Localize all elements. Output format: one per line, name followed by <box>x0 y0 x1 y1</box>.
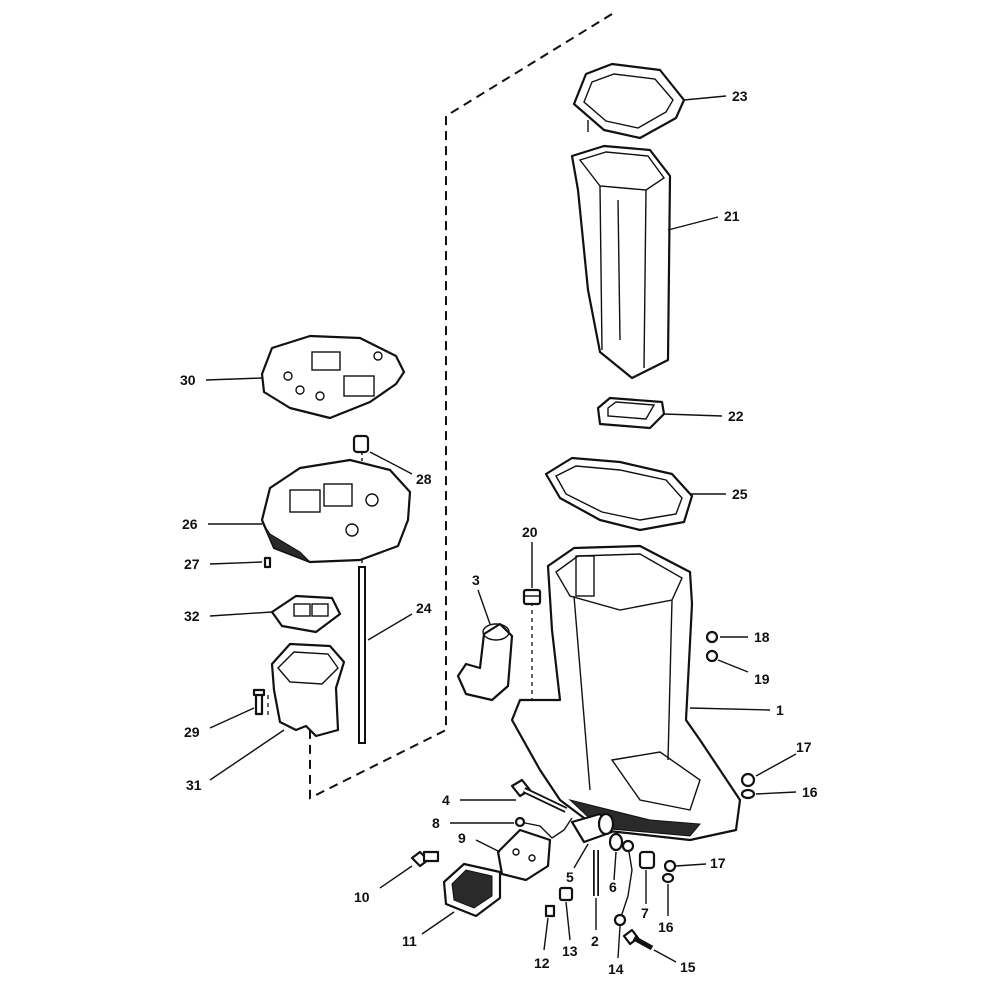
part-28-cap <box>352 434 370 454</box>
callout-8: 8 <box>432 815 440 831</box>
part-26-adapter-plate <box>260 458 412 564</box>
callout-11: 11 <box>402 933 417 949</box>
part-17-nut-upper <box>740 772 756 788</box>
part-32-gasket <box>270 594 342 634</box>
callout-18: 18 <box>754 629 770 645</box>
part-12-screw <box>544 904 556 918</box>
callout-labels: 23 21 22 25 20 3 18 19 1 17 16 30 28 26 … <box>180 88 818 977</box>
callout-14: 14 <box>608 961 624 977</box>
part-20-plug <box>522 588 542 606</box>
callout-10: 10 <box>354 889 370 905</box>
part-25-adapter-gasket <box>544 456 694 532</box>
part-10-screw <box>410 850 440 868</box>
part-22-seal <box>596 396 666 430</box>
callout-23: 23 <box>732 88 748 104</box>
callout-30: 30 <box>180 372 196 388</box>
callout-15: 15 <box>680 959 696 975</box>
callout-16-lower: 16 <box>658 919 674 935</box>
part-16-washer-upper <box>740 788 756 800</box>
callout-31: 31 <box>186 777 202 793</box>
part-29-screw <box>252 688 266 716</box>
part-21-exhaust-liner <box>570 144 672 380</box>
callout-1: 1 <box>776 702 784 718</box>
callout-3: 3 <box>472 572 480 588</box>
callout-19: 19 <box>754 671 770 687</box>
callout-20: 20 <box>522 524 538 540</box>
part-8-strap <box>519 817 573 839</box>
callout-26: 26 <box>182 516 198 532</box>
leader-lines <box>205 95 797 963</box>
callout-24: 24 <box>416 600 432 616</box>
callout-6: 6 <box>609 879 617 895</box>
callout-13: 13 <box>562 943 578 959</box>
callout-12: 12 <box>534 955 550 971</box>
part-16-washer-lower <box>661 872 675 884</box>
callout-17-lower: 17 <box>710 855 726 871</box>
part-17-nut-lower <box>663 859 677 873</box>
part-3-elbow-hose <box>456 622 514 702</box>
part-11-grille <box>442 862 502 918</box>
callout-17-upper: 17 <box>796 739 812 755</box>
part-27-pin <box>263 556 272 569</box>
callout-16-upper: 16 <box>802 784 818 800</box>
part-18-washer <box>705 630 719 644</box>
callout-5: 5 <box>566 869 574 885</box>
part-23-top-gasket <box>572 62 686 140</box>
part-6-washer <box>608 832 624 852</box>
callout-9: 9 <box>458 830 466 846</box>
part-14-cable <box>619 845 633 921</box>
callout-28: 28 <box>416 471 432 487</box>
callout-32: 32 <box>184 608 200 624</box>
callout-4: 4 <box>442 792 450 808</box>
part-19-nut <box>705 649 719 663</box>
part-9-bracket <box>496 828 552 882</box>
part-13-nut <box>558 886 574 902</box>
callout-22: 22 <box>728 408 744 424</box>
part-4-bolt <box>510 778 568 813</box>
part-15-screw <box>622 928 654 951</box>
callout-2: 2 <box>591 933 599 949</box>
callout-29: 29 <box>184 724 200 740</box>
callout-21: 21 <box>724 208 740 224</box>
part-31-block <box>270 642 346 738</box>
part-1-driveshaft-housing <box>510 544 742 842</box>
part-5-anode <box>570 812 615 844</box>
part-30-gasket <box>260 334 406 420</box>
part-7-nut <box>638 850 656 870</box>
callout-25: 25 <box>732 486 748 502</box>
callout-27: 27 <box>184 556 200 572</box>
callout-7: 7 <box>641 905 649 921</box>
